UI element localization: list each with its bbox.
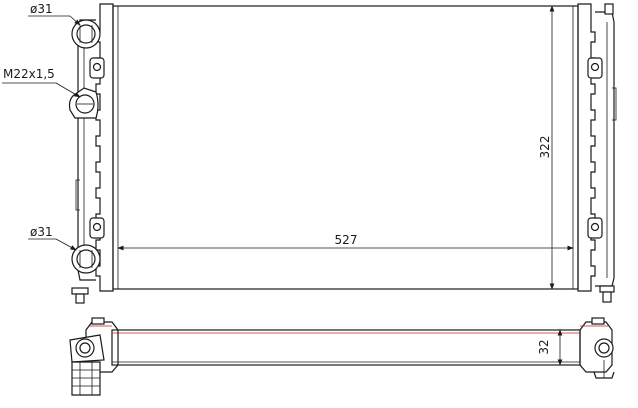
inlet-pipe-bottom [71,244,101,274]
inlet-top-label: ø31 [30,2,53,16]
mount-lug [587,217,603,239]
mount-lug [89,57,105,79]
right-tank [577,3,596,292]
mount-pin [71,287,89,295]
core-side [111,329,581,366]
dimension-width: 527 [117,233,574,251]
dimension-depth-label: 32 [537,339,551,354]
inlet-pipe-top [71,19,101,49]
mount-pin [599,285,615,293]
dimension-depth: 32 [537,329,580,366]
leader-inlet-bottom: ø31 [28,225,77,251]
mount-lug [587,57,603,79]
leader-thread: M22x1,5 [2,67,81,98]
dimension-width-label: 527 [335,233,358,247]
front-view [68,3,617,304]
side-view [69,317,615,396]
inlet-bottom-label: ø31 [30,225,53,239]
mount-lug [89,217,105,239]
thread-boss [68,87,99,119]
thread-label: M22x1,5 [3,67,55,81]
dimension-height: 322 [538,5,555,290]
leader-inlet-top: ø31 [28,2,81,26]
left-tank [95,3,114,292]
dimension-height-label: 322 [538,136,552,159]
